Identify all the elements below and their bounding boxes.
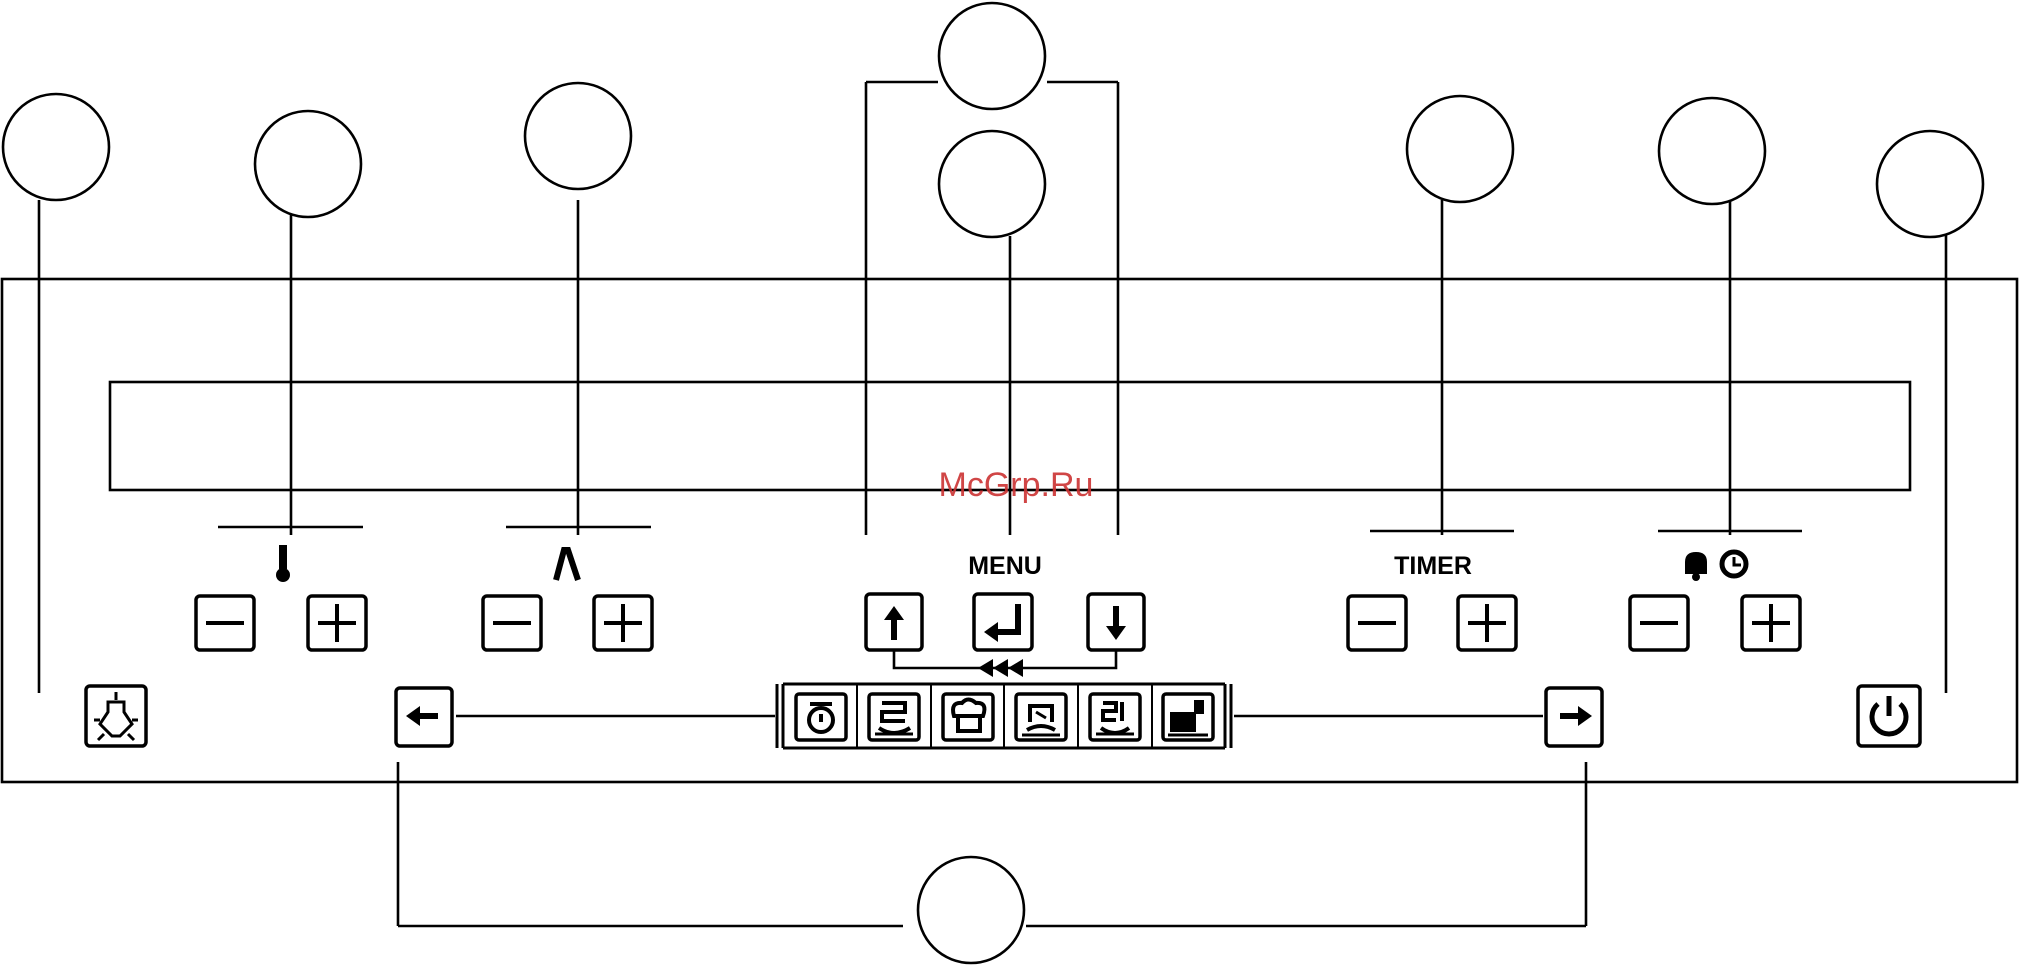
function-plus-button[interactable] xyxy=(594,596,652,650)
temperature-plus-button[interactable] xyxy=(308,596,366,650)
timer-label: TIMER xyxy=(1394,552,1472,580)
callout-circle xyxy=(939,3,1045,109)
lambda-icon xyxy=(556,550,578,580)
function-minus-button[interactable] xyxy=(483,596,541,650)
program-5-icon[interactable] xyxy=(1090,694,1140,740)
triple-triangle-left-icon xyxy=(978,659,1023,677)
callout-circle xyxy=(525,83,631,189)
callout-circle xyxy=(3,94,109,200)
bell-clock-icon xyxy=(1685,552,1746,581)
menu-enter-button[interactable] xyxy=(974,594,1032,650)
program-2-icon[interactable] xyxy=(869,694,919,740)
program-1-icon[interactable] xyxy=(796,694,846,740)
callout-circle xyxy=(939,131,1045,237)
timer-plus-button[interactable] xyxy=(1458,596,1516,650)
callout-circle xyxy=(1659,98,1765,204)
power-button[interactable] xyxy=(1858,686,1920,746)
menu-label: MENU xyxy=(968,552,1042,580)
temperature-minus-button[interactable] xyxy=(196,596,254,650)
clock-plus-button[interactable] xyxy=(1742,596,1800,650)
program-4-icon[interactable] xyxy=(1016,694,1066,740)
program-6-icon[interactable] xyxy=(1163,694,1213,740)
scroll-right-button[interactable] xyxy=(1546,688,1602,746)
menu-up-button[interactable] xyxy=(866,594,922,650)
scroll-left-button[interactable] xyxy=(396,688,452,746)
watermark: McGrp.Ru xyxy=(939,466,1094,504)
callout-circle xyxy=(1877,131,1983,237)
callout-circle xyxy=(1407,96,1513,202)
callout-circle xyxy=(918,857,1024,963)
clock-minus-button[interactable] xyxy=(1630,596,1688,650)
temperature-icon xyxy=(276,545,290,582)
timer-minus-button[interactable] xyxy=(1348,596,1406,650)
callout-circle xyxy=(255,111,361,217)
menu-down-button[interactable] xyxy=(1088,594,1144,650)
light-button[interactable] xyxy=(86,686,146,746)
program-3-icon[interactable] xyxy=(943,694,993,740)
